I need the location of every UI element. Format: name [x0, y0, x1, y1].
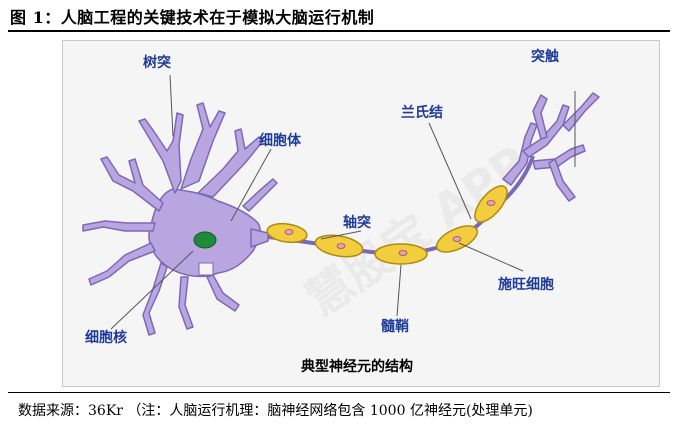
pointer-nucleus [110, 250, 194, 330]
dendrite-branch [100, 156, 164, 212]
watermark: 慧股宝 APP [296, 135, 538, 327]
diagram-panel: 慧股宝 APP [62, 40, 660, 387]
pointer-node [428, 122, 472, 220]
neuron-diagram: 慧股宝 APP [82, 48, 600, 375]
source-rule [8, 392, 670, 393]
label-myelin-sheath: 髓鞘 [381, 318, 409, 335]
axon-terminal [548, 158, 576, 202]
schwann-nucleus [452, 236, 462, 242]
pointer-soma [230, 148, 272, 222]
schwann-nucleus [486, 200, 496, 206]
label-node-of-ranvier: 兰氏结 [401, 104, 443, 121]
pointer-dendrite [169, 74, 174, 137]
schwann-nucleus [284, 229, 294, 235]
dendrite-branch [197, 128, 264, 198]
figure-title: 图 1：人脑工程的关键技术在于模拟大脑运行机制 [10, 8, 375, 27]
pointer-myelin [396, 264, 402, 317]
label-soma: 细胞体 [259, 132, 302, 149]
label-axon: 轴突 [343, 214, 371, 231]
label-pointers [110, 74, 576, 330]
label-dendrite: 树突 [143, 54, 171, 71]
title-rule [8, 30, 670, 32]
axon-terminal [532, 94, 548, 140]
axon-terminal [532, 144, 586, 170]
dendrite-branch [82, 220, 156, 232]
label-nucleus: 细胞核 [85, 329, 127, 346]
axon-hillock [250, 228, 269, 248]
schwann-nucleus [398, 250, 408, 256]
dendrite-branch [178, 276, 194, 330]
diagram-caption: 典型神经元的结构 [301, 358, 413, 375]
schwann-nucleus [336, 243, 346, 249]
source-note: 数据来源：36Kr （注：人脑运行机理：脑神经网络包含 1000 亿神经元(处理… [18, 403, 533, 419]
dendrite-branch [206, 274, 240, 312]
pointer-schwann [458, 242, 524, 272]
dendrite-branch [142, 262, 168, 336]
axon-terminal-group [502, 92, 600, 202]
dendrite-branch [242, 178, 278, 212]
label-schwann-cell: 施旺细胞 [498, 276, 554, 293]
schwann-nuclei [284, 200, 496, 256]
axon-terminal [562, 92, 600, 132]
neuron-soma-group [82, 102, 278, 336]
soma-detail [198, 262, 214, 276]
dendrite-branch [88, 242, 156, 286]
nucleus [193, 231, 217, 249]
dendrite-branch [138, 112, 184, 194]
label-synapse: 突触 [531, 48, 559, 65]
pointer-axon [320, 230, 362, 240]
dendrite-branch [180, 102, 226, 190]
